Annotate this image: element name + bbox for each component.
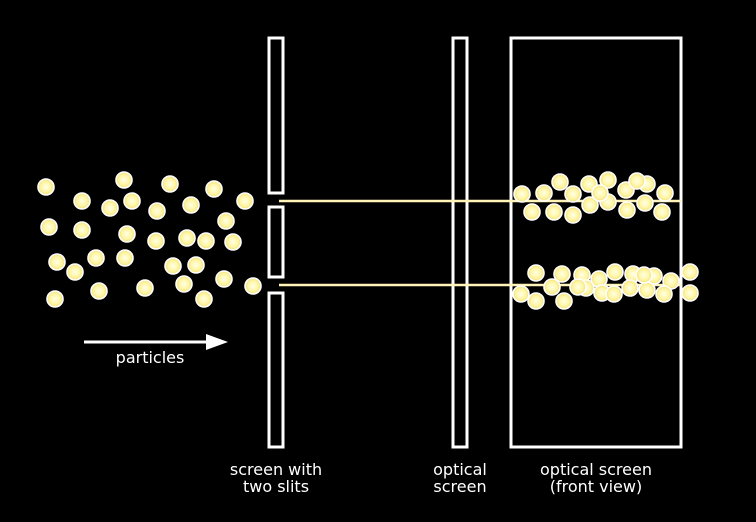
optical-screen-side [451,36,469,449]
particle [195,290,213,308]
lower-band-particle [621,279,639,297]
slit-screen-label-line-1: screen with [229,460,323,479]
particle [73,192,91,210]
slit-screen-middle-segment [267,205,285,279]
particle [217,212,235,230]
particle [40,218,58,236]
slit-screen-label-line-2: two slits [242,477,310,496]
optical-screen-front-view [509,36,683,449]
particle [87,249,105,267]
particle [148,202,166,220]
lower-band-particle [635,266,653,284]
lower-band-particles [512,263,699,310]
particle [46,290,64,308]
lower-band-particle [638,281,656,299]
lower-band-particle [681,284,699,302]
upper-band-particle [513,185,531,203]
optical-screen-label: optical screen [410,461,510,495]
lower-band-particle [605,285,623,303]
upper-band-particle [599,171,617,189]
particle [116,249,134,267]
particle [178,229,196,247]
upper-band-particle [581,196,599,214]
particle [187,256,205,274]
front-view-label-line-1: optical screen [540,460,652,479]
particle [197,232,215,250]
lower-band-particle [543,278,561,296]
slit-screen-bottom-segment [267,291,285,449]
particle [236,192,254,210]
upper-band-particle [551,173,569,191]
lower-band-particle [527,292,545,310]
upper-band-particle [545,203,563,221]
upper-band-particle [564,185,582,203]
upper-band-particle [523,203,541,221]
upper-band-particle [628,172,646,190]
slit-screen-top-segment [267,36,285,195]
particle [161,175,179,193]
upper-band-particle [653,203,671,221]
upper-band-particle [618,201,636,219]
upper-band-particle [591,184,609,202]
particle [73,221,91,239]
particle [48,253,66,271]
particle [164,257,182,275]
particle [66,263,84,281]
particle [205,180,223,198]
upper-band-particle [636,194,654,212]
lower-band-particle [655,285,673,303]
lower-band-particle [681,263,699,281]
lower-band-particle [606,263,624,281]
particle [175,275,193,293]
upper-band-particle [656,184,674,202]
particles-label: particles [115,348,185,367]
particle [147,232,165,250]
particle [136,279,154,297]
lower-band-particle [569,278,587,296]
lower-band-particle [512,285,530,303]
lower-band-particle [555,292,573,310]
optical-screen-label-line-2: screen [433,477,487,496]
upper-band-particles [513,171,674,224]
direction-arrow [84,334,228,350]
particle [115,171,133,189]
upper-band-particle [535,184,553,202]
incoming-particles [37,171,262,308]
particle [118,225,136,243]
particle [123,192,141,210]
lower-band-particle [553,265,571,283]
particle [101,199,119,217]
front-view-label: optical screen (front view) [516,461,676,495]
lower-band-particle [527,264,545,282]
particle [215,270,233,288]
particle [182,196,200,214]
particle [224,233,242,251]
front-view-label-line-2: (front view) [549,477,643,496]
slit-screen-label: screen with two slits [206,461,346,495]
particle [244,277,262,295]
particle [37,178,55,196]
optical-screen-label-line-1: optical [433,460,487,479]
particle [90,282,108,300]
upper-band-particle [564,206,582,224]
